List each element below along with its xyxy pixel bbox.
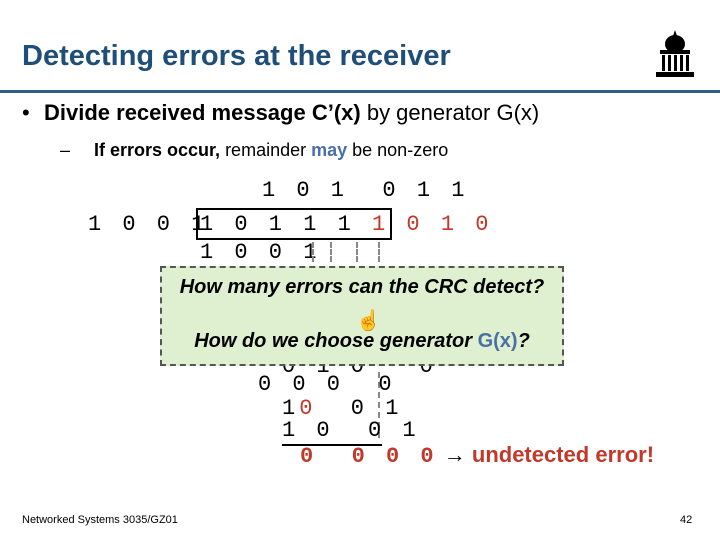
bullet-main: • Divide received message C’(x) by genera… [22,100,539,126]
remainder: 0 0 0 0 [300,444,438,469]
question-callout: How many errors can the CRC detect? ☝ Ho… [160,266,564,366]
carry-line-5 [378,372,380,438]
division-underline-2 [282,444,382,446]
right-arrow-icon: → [443,442,466,467]
dividend-black: 1 0 1 1 1 [200,212,373,237]
page-number: 42 [680,514,693,526]
dividend: 1 0 1 1 1 1 0 1 0 [200,212,492,237]
callout-q2-text: How do we choose generator [194,330,478,352]
row-c-first: 1 [282,396,300,421]
carry-line-2 [330,242,332,262]
division-row-1: 1 0 0 1 [200,240,321,265]
callout-question-2: How do we choose generator G(x)? [162,330,562,353]
carry-line-1 [312,242,314,262]
division-row-c: 10 0 1 [282,396,402,421]
division-row-b: 0 0 0 0 [258,372,396,397]
sub-dash: – [60,140,71,160]
carry-line-3 [356,242,358,262]
bullet-rest-text: by generator G(x) [360,100,540,125]
undetected-error-label: undetected error! [471,442,655,467]
row-c-rest: 0 1 [316,396,403,421]
sub-mid-text: remainder [220,140,312,160]
hand-icon: ☝ [356,310,381,332]
dividend-red-tail: 0 1 0 [389,212,493,237]
dividend-red-bit: 1 [372,212,390,237]
callout-q2-gx: G(x) [477,330,518,352]
division-row-partial: 0 1 0 0 [282,354,437,379]
bullet-dot: • [22,100,30,125]
sub-may-text: may [311,140,348,160]
university-logo-icon [656,30,694,77]
sub-bold-text: If errors occur, [94,140,221,160]
slide-title: Detecting errors at the receiver [22,40,451,72]
title-divider [0,90,720,93]
dividend-box [196,208,392,240]
divisor: 1 0 0 1 [88,212,209,237]
division-row-d: 1 0 0 1 [282,418,420,443]
bullet-bold-text: Divide received message C’(x) [44,100,361,125]
bullet-sub: – If errors occur, remainder may be non-z… [60,140,448,161]
callout-q2-end: ? [517,330,530,352]
quotient: 1 0 1 0 1 1 [262,178,469,203]
remainder-line: 0 0 0 0 → undetected error! [300,442,654,469]
footer-course: Networked Systems 3035/GZ01 [22,514,178,526]
carry-line-4 [378,242,380,262]
callout-question-1: How many errors can the CRC detect? [179,276,545,298]
row-c-red: 0 [299,396,317,421]
sub-end-text: be non-zero [347,140,449,160]
